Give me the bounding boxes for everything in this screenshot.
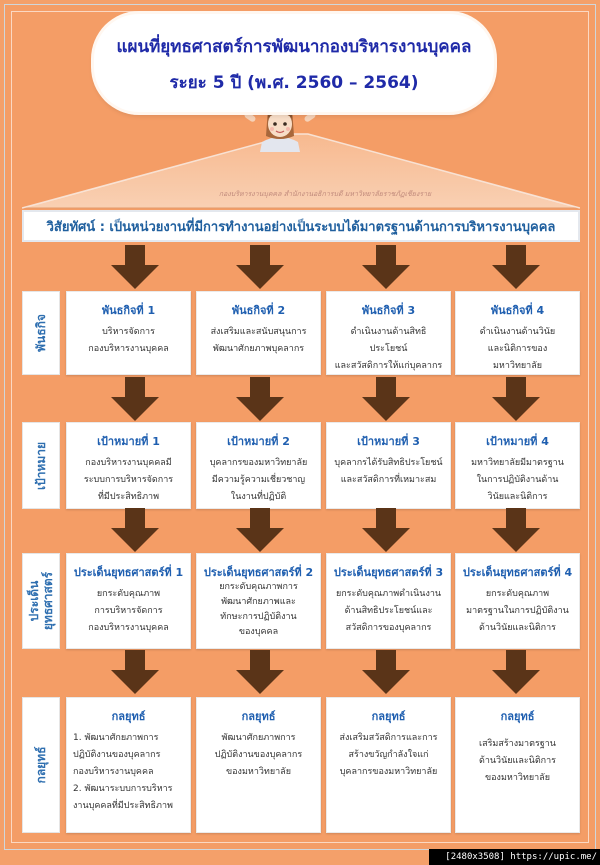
strategy-box-2: กลยุทธ์ พัฒนาศักยภาพการ ปฏิบัติงานของบุค…: [196, 697, 321, 833]
image-host-watermark: [2480x3508] https://upic.me/: [429, 849, 600, 865]
down-arrow-icon: [236, 508, 284, 552]
mission-body: บริหารจัดการ กองบริหารงานบุคคล: [88, 327, 169, 354]
strategy-box-3: กลยุทธ์ ส่งเสริมสวัสดิการและการ สร้างขวั…: [326, 697, 451, 833]
mission-body: ดำเนินงานด้านสิทธิประโยชน์ และสวัสดิการใ…: [334, 327, 443, 371]
down-arrow-icon: [236, 377, 284, 421]
issue-body: ยกระดับคุณภาพ มาตรฐานในการปฏิบัติงาน ด้า…: [466, 589, 569, 633]
roof-banner: [22, 133, 580, 209]
goal-body: บุคลากรได้รับสิทธิประโยชน์ และสวัสดิการท…: [334, 458, 443, 485]
mission-body: ส่งเสริมและสนับสนุนการ พัฒนาศักยภาพบุคลา…: [210, 327, 307, 354]
down-arrow-icon: [492, 245, 540, 289]
strategy-body: 1. พัฒนาศักยภาพการ ปฏิบัติงานของบุคลากร …: [73, 733, 173, 811]
goal-box-3: เป้าหมายที่ 3 บุคลากรได้รับสิทธิประโยชน์…: [326, 422, 451, 509]
row-label-strategic-issue: ประเด็นยุทธศาสตร์: [22, 553, 60, 649]
issue-title: ประเด็นยุทธศาสตร์ที่ 2: [203, 566, 314, 579]
strategy-title: กลยุทธ์: [111, 710, 146, 723]
roof-subtitle: กองบริหารงานบุคคล สำนักงานอธิการบดี มหาว…: [218, 190, 432, 198]
cartoon-character-icon: [244, 103, 316, 152]
mission-title: พันธกิจที่ 2: [231, 304, 286, 317]
page-subtitle: ระยะ 5 ปี (พ.ศ. 2560 – 2564): [169, 73, 419, 93]
down-arrow-icon: [236, 245, 284, 289]
goal-title: เป้าหมายที่ 3: [357, 435, 420, 448]
title-cloud: แผนที่ยุทธศาสตร์การพัฒนากองบริหารงานบุคค…: [94, 14, 494, 112]
page-title: แผนที่ยุทธศาสตร์การพัฒนากองบริหารงานบุคค…: [116, 37, 472, 57]
mission-box-3: พันธกิจที่ 3 ดำเนินงานด้านสิทธิประโยชน์ …: [326, 291, 451, 375]
issue-box-2: ประเด็นยุทธศาสตร์ที่ 2 ยกระดับคุณภาพการ …: [196, 553, 321, 649]
strategy-title: กลยุทธ์: [241, 710, 276, 723]
down-arrow-icon: [362, 377, 410, 421]
down-arrow-icon: [236, 650, 284, 694]
goal-box-4: เป้าหมายที่ 4 มหาวิทยาลัยมีมาตรฐาน ในการ…: [455, 422, 580, 509]
goal-body: กองบริหารงานบุคคลมี ระบบการบริหารจัดการ …: [83, 458, 174, 502]
goal-title: เป้าหมายที่ 2: [227, 435, 290, 448]
strategy-body: พัฒนาศักยภาพการ ปฏิบัติงานของบุคลากร ของ…: [214, 733, 303, 777]
strategy-body: ส่งเสริมสวัสดิการและการ สร้างขวัญกำลังใจ…: [339, 733, 438, 777]
goal-title: เป้าหมายที่ 1: [97, 435, 160, 448]
down-arrow-icon: [362, 245, 410, 289]
down-arrow-icon: [492, 650, 540, 694]
down-arrow-icon: [362, 650, 410, 694]
issue-box-4: ประเด็นยุทธศาสตร์ที่ 4 ยกระดับคุณภาพ มาต…: [455, 553, 580, 649]
down-arrow-icon: [111, 245, 159, 289]
row-label-goal: เป้าหมาย: [22, 422, 60, 509]
goal-body: มหาวิทยาลัยมีมาตรฐาน ในการปฏิบัติงานด้าน…: [471, 458, 564, 502]
issue-body: ยกระดับคุณภาพดำเนินงาน ด้านสิทธิประโยชน์…: [335, 589, 442, 633]
goal-box-1: เป้าหมายที่ 1 กองบริหารงานบุคคลมี ระบบกา…: [66, 422, 191, 509]
goal-title: เป้าหมายที่ 4: [486, 435, 549, 448]
mission-title: พันธกิจที่ 1: [101, 304, 156, 317]
down-arrow-icon: [111, 377, 159, 421]
mission-box-2: พันธกิจที่ 2 ส่งเสริมและสนับสนุนการ พัฒน…: [196, 291, 321, 375]
mission-title: พันธกิจที่ 3: [361, 304, 416, 317]
issue-title: ประเด็นยุทธศาสตร์ที่ 3: [333, 566, 444, 579]
down-arrow-icon: [492, 508, 540, 552]
row-label-mission: พันธกิจ: [22, 291, 60, 375]
mission-title: พันธกิจที่ 4: [490, 304, 545, 317]
issue-body: ยกระดับคุณภาพการ พัฒนาศักยภาพและ ทักษะกา…: [219, 582, 298, 637]
goal-box-2: เป้าหมายที่ 2 บุคลากรของมหาวิทยาลัย มีคว…: [196, 422, 321, 509]
down-arrow-icon: [492, 377, 540, 421]
strategy-box-4: กลยุทธ์ เสริมสร้างมาตรฐาน ด้านวินัยและนิ…: [455, 697, 580, 833]
strategy-title: กลยุทธ์: [371, 710, 406, 723]
issue-body: ยกระดับคุณภาพ การบริหารจัดการ กองบริหารง…: [88, 589, 169, 633]
goal-body: บุคลากรของมหาวิทยาลัย มีความรู้ความเชี่ย…: [209, 458, 308, 502]
strategy-body: เสริมสร้างมาตรฐาน ด้านวินัยและนิติการ ขอ…: [478, 739, 556, 783]
issue-box-1: ประเด็นยุทธศาสตร์ที่ 1 ยกระดับคุณภาพ การ…: [66, 553, 191, 649]
mission-box-4: พันธกิจที่ 4 ดำเนินงานด้านวินัย และนิติก…: [455, 291, 580, 375]
down-arrow-icon: [111, 508, 159, 552]
issue-box-3: ประเด็นยุทธศาสตร์ที่ 3 ยกระดับคุณภาพดำเน…: [326, 553, 451, 649]
down-arrow-icon: [111, 650, 159, 694]
row-label-strategy: กลยุทธ์: [22, 697, 60, 833]
issue-title: ประเด็นยุทธศาสตร์ที่ 1: [73, 566, 184, 579]
vision-statement: วิสัยทัศน์ : เป็นหน่วยงานที่มีการทำงานอย…: [22, 210, 580, 242]
mission-box-1: พันธกิจที่ 1 บริหารจัดการ กองบริหารงานบุ…: [66, 291, 191, 375]
strategy-title: กลยุทธ์: [500, 710, 535, 723]
strategy-box-1: กลยุทธ์ 1. พัฒนาศักยภาพการ ปฏิบัติงานของ…: [66, 697, 191, 833]
down-arrow-icon: [362, 508, 410, 552]
mission-body: ดำเนินงานด้านวินัย และนิติการของ มหาวิทย…: [479, 327, 556, 371]
issue-title: ประเด็นยุทธศาสตร์ที่ 4: [462, 566, 573, 579]
